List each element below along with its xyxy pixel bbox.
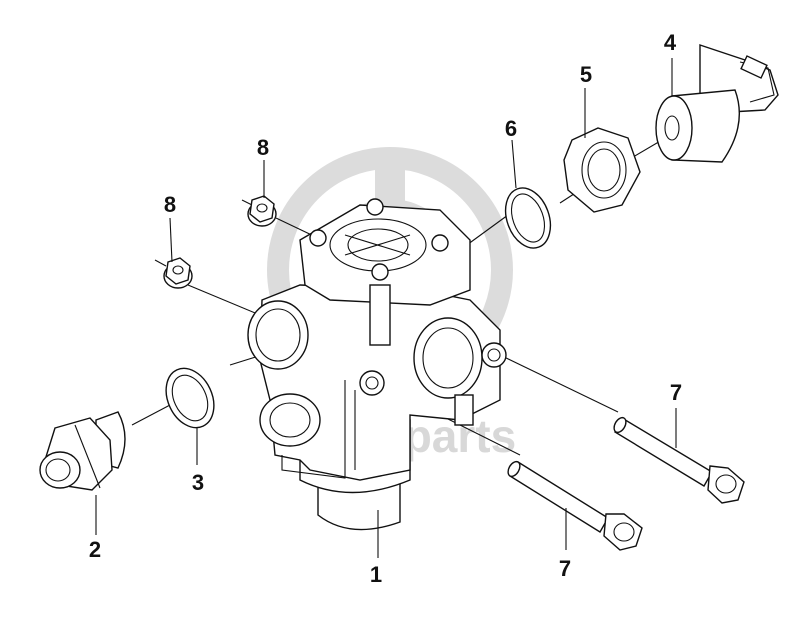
part-3-o-ring	[165, 367, 215, 429]
part-1-valve-body	[247, 198, 507, 531]
part-8-flange-nut-upper	[241, 195, 277, 227]
part-2-fitting	[39, 411, 126, 491]
callout-labels: 1 2 3 4 5 6 7 7 8 8	[89, 30, 682, 587]
callout-7b: 7	[559, 556, 571, 581]
callout-1: 1	[370, 562, 382, 587]
part-7-bolt-lower	[507, 460, 643, 551]
part-6-o-ring	[504, 187, 552, 249]
part-5-hex-nut	[563, 127, 641, 213]
callout-7a: 7	[670, 380, 682, 405]
callout-2: 2	[89, 537, 101, 562]
callout-8b: 8	[164, 192, 176, 217]
callout-leaders	[95, 58, 677, 558]
part-4-connector	[655, 44, 779, 163]
part-7-bolt-right	[613, 416, 745, 504]
part-8-flange-nut-lower	[154, 257, 193, 289]
callout-3: 3	[192, 470, 204, 495]
callout-4: 4	[664, 30, 677, 55]
callout-6: 6	[505, 116, 517, 141]
callout-8a: 8	[257, 135, 269, 160]
callout-5: 5	[580, 62, 592, 87]
